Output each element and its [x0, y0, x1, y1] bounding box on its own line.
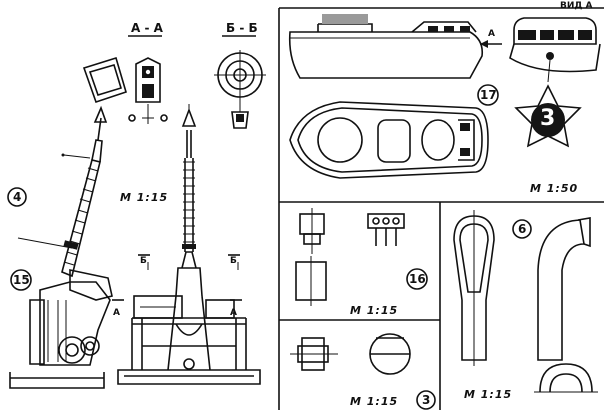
part-16-drawing: [295, 208, 405, 306]
part-number-15: 15: [13, 273, 30, 287]
cut-a-left-label: А: [113, 308, 120, 318]
part-number-16: 16: [409, 272, 426, 286]
scale-part-6: М 1:15: [464, 388, 513, 401]
part-3-drawing: [290, 333, 411, 375]
view-a-label: ВИД А: [560, 1, 593, 11]
section-bb-detail: [214, 35, 266, 129]
part-number-17: 17: [480, 88, 497, 102]
cut-b-right-label: Б: [230, 256, 237, 266]
panel-dividers: [278, 7, 604, 410]
star-emblem-number: 3: [540, 106, 556, 131]
part-number-6: 6: [518, 222, 527, 236]
section-aa-label: А - А: [131, 21, 163, 35]
scale-part-3: М 1:15: [350, 395, 399, 408]
scale-part-16: М 1:15: [350, 304, 399, 317]
cut-b-left-label: Б: [140, 256, 147, 266]
boat-plan-view: [289, 101, 489, 179]
star-emblem: [514, 84, 582, 148]
boat-front-view: [509, 17, 601, 83]
boat-side-view: [288, 14, 502, 79]
part-number-3: 3: [422, 393, 431, 407]
section-bb-label: Б - Б: [226, 21, 258, 35]
scale-boat: М 1:50: [530, 182, 579, 195]
cut-a-right-label: А: [230, 308, 237, 318]
section-aa-detail: [128, 35, 168, 124]
part-6-drawing: [453, 210, 598, 393]
crane-front-view: [112, 104, 261, 385]
crane-side-view: [9, 56, 127, 389]
part-number-circles: [7, 84, 532, 410]
scale-left: М 1:15: [120, 191, 169, 204]
part-number-4: 4: [13, 190, 22, 204]
view-a-arrow-label: А: [488, 29, 495, 39]
